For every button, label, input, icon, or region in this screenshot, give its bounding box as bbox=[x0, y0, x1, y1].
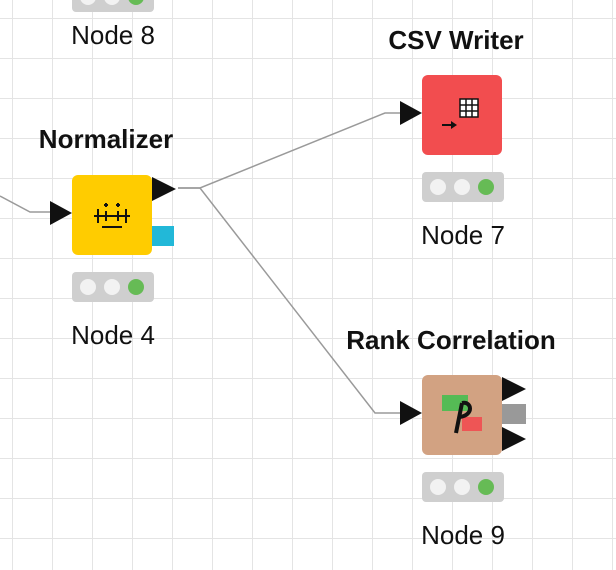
rank-correlation-title[interactable]: Rank Correlation bbox=[346, 325, 556, 355]
normalizer-output-port[interactable] bbox=[152, 177, 176, 201]
csv-writer-node[interactable] bbox=[422, 75, 502, 155]
rank-correlation-output-port-top[interactable] bbox=[502, 377, 526, 401]
normalizer-title[interactable]: Normalizer bbox=[38, 124, 174, 154]
status-light-executed bbox=[128, 0, 144, 5]
status-light-idle bbox=[80, 0, 96, 5]
edge-input-to-normalizer[interactable] bbox=[0, 195, 50, 213]
correlation-icon bbox=[442, 395, 482, 434]
normalizer-icon bbox=[94, 203, 130, 228]
normalizer-label[interactable]: Node 4 bbox=[71, 320, 155, 350]
csv-writer-label[interactable]: Node 7 bbox=[421, 220, 505, 250]
status-light-configured bbox=[454, 479, 470, 495]
status-light-idle bbox=[430, 179, 446, 195]
rank-correlation-label[interactable]: Node 9 bbox=[421, 520, 505, 550]
rank-correlation-node[interactable] bbox=[422, 375, 502, 455]
status-light-executed bbox=[478, 479, 494, 495]
node8-label[interactable]: Node 8 bbox=[71, 20, 155, 50]
status-light-idle bbox=[80, 279, 96, 295]
csv-writer-status bbox=[422, 172, 504, 202]
csv-writer-title[interactable]: CSV Writer bbox=[388, 25, 524, 55]
normalizer-node[interactable] bbox=[72, 175, 152, 255]
normalizer-input-port[interactable] bbox=[50, 201, 72, 225]
rank-correlation-output-port-mid[interactable] bbox=[502, 404, 526, 424]
rank-correlation-output-port-bottom[interactable] bbox=[502, 427, 526, 451]
status-light-idle bbox=[430, 479, 446, 495]
status-light-configured bbox=[454, 179, 470, 195]
normalizer-status bbox=[72, 272, 154, 302]
rank-correlation-input-port[interactable] bbox=[400, 401, 422, 425]
csv-writer-input-port[interactable] bbox=[400, 101, 422, 125]
edge-normalizer-to-rank-correlation[interactable] bbox=[178, 187, 402, 414]
node8-status bbox=[72, 0, 154, 12]
edge-normalizer-to-csv-writer[interactable] bbox=[178, 112, 402, 189]
normalizer-model-port[interactable] bbox=[152, 226, 174, 246]
status-light-configured bbox=[104, 0, 120, 5]
rank-correlation-status bbox=[422, 472, 504, 502]
table-export-icon bbox=[442, 98, 479, 129]
status-light-configured bbox=[104, 279, 120, 295]
status-light-executed bbox=[128, 279, 144, 295]
status-light-executed bbox=[478, 179, 494, 195]
